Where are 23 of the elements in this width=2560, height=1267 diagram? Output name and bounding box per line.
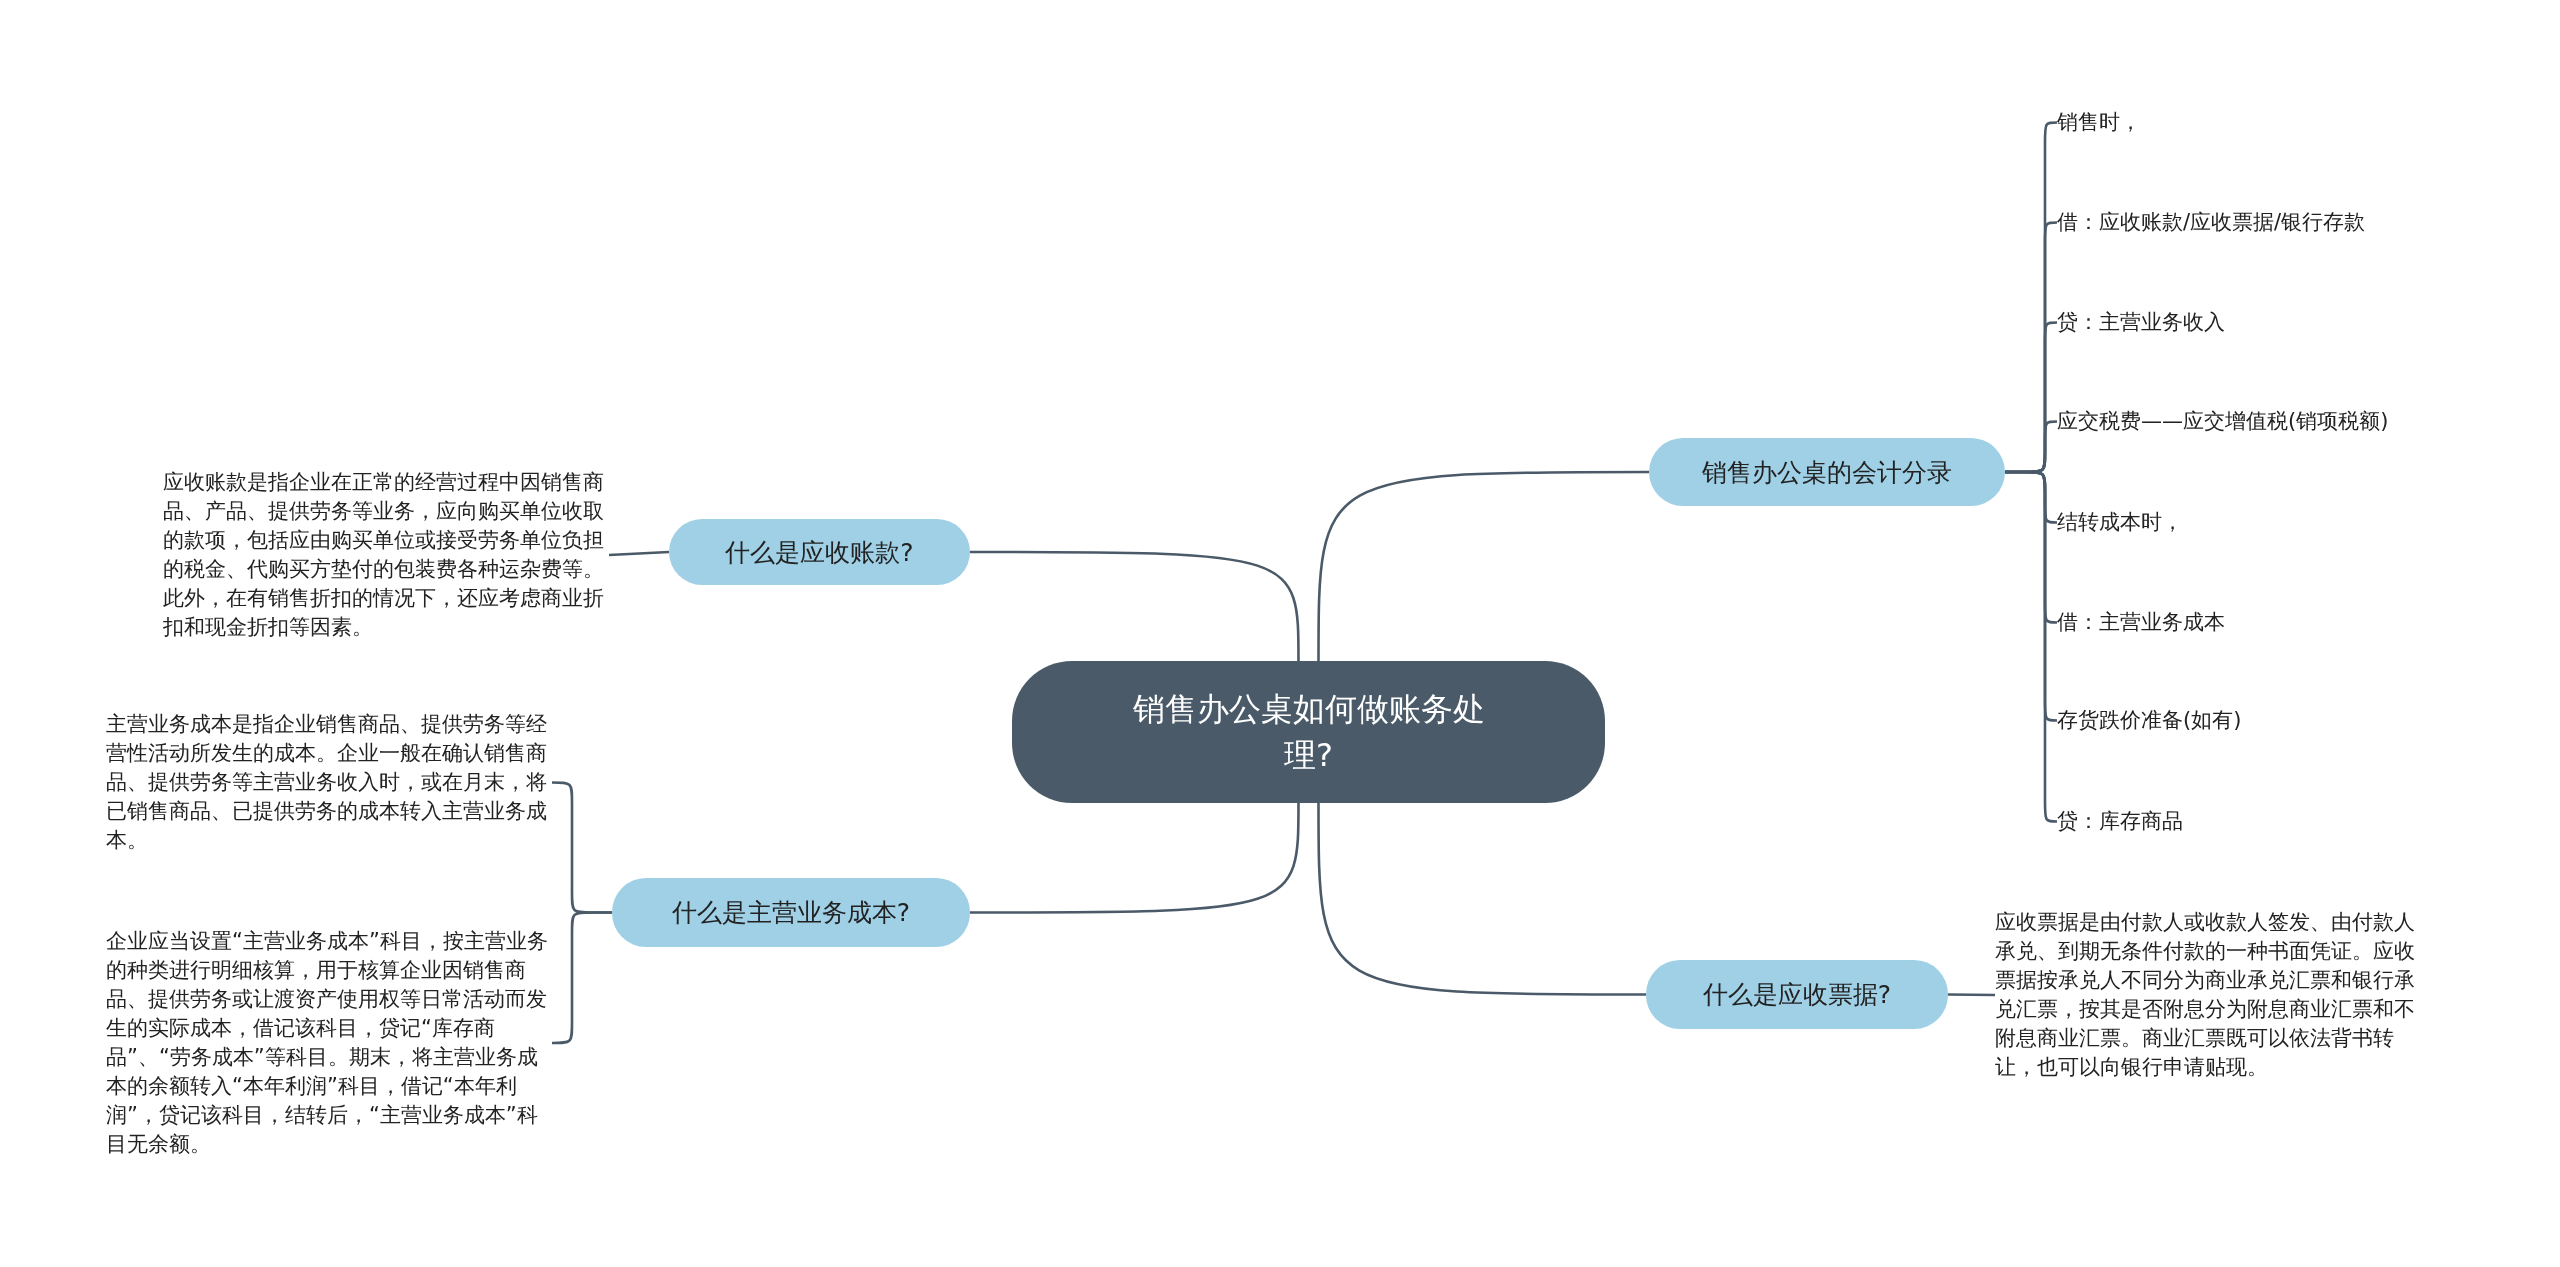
central-topic: 销售办公桌如何做账务处理? [1012, 661, 1605, 803]
note-text: 贷：库存商品 [2057, 807, 2417, 836]
note-text: 销售时， [2057, 108, 2417, 137]
connector-line [970, 803, 1300, 914]
connector-line [608, 550, 670, 557]
connector-line [970, 550, 1300, 661]
topic-pill: 什么是应收票据? [1646, 960, 1948, 1029]
connector-line [1948, 993, 1995, 997]
note-text: 应交税费——应交增值税(销项税额) [2057, 407, 2437, 436]
note-text: 贷：主营业务收入 [2057, 308, 2417, 337]
note-text: 借：主营业务成本 [2057, 608, 2417, 637]
topic-pill: 什么是主营业务成本? [612, 878, 970, 947]
topic-pill: 销售办公桌的会计分录 [1649, 438, 2005, 506]
note-text: 借：应收账款/应收票据/银行存款 [2057, 208, 2417, 237]
note-text: 存货跌价准备(如有) [2057, 706, 2417, 735]
connector-line [1317, 470, 1649, 661]
note-text: 企业应当设置“主营业务成本”科目，按主营业务的种类进行明细核算，用于核算企业因销售商品、提供劳务或让渡资产使用权等日常活动而发生的实际成本，借记该科目，贷记“库存商品”、“劳务成本”等科目。期末，将主营业务成本的余额转入“本年利润”科目，借记“本年利润”，贷记该科目，结转后，“主营业务成本”科目无余额。 [106, 927, 552, 1159]
note-text: 应收账款是指企业在正常的经营过程中因销售商品、产品、提供劳务等业务，应向购买单位收取的款项，包括应由购买单位或接受劳务单位负担的税金、代购买方垫付的包装费各种运杂费等。此外，在有销售折扣的情况下，还应考虑商业折扣和现金折扣等因素。 [163, 468, 609, 642]
connector-line [1317, 803, 1646, 996]
note-text: 应收票据是由付款人或收款人签发、由付款人承兑、到期无条件付款的一种书面凭证。应收票据按承兑人不同分为商业承兑汇票和银行承兑汇票，按其是否附息分为附息商业汇票和不附息商业汇票。商业汇票既可以依法背书转让，也可以向银行申请贴现。 [1995, 908, 2427, 1082]
note-text: 主营业务成本是指企业销售商品、提供劳务等经营性活动所发生的成本。企业一般在确认销售商品、提供劳务等主营业务收入时，或在月末，将已销售商品、已提供劳务的成本转入主营业务成本。 [106, 710, 552, 855]
topic-pill: 什么是应收账款? [669, 519, 970, 585]
note-text: 结转成本时， [2057, 508, 2417, 537]
